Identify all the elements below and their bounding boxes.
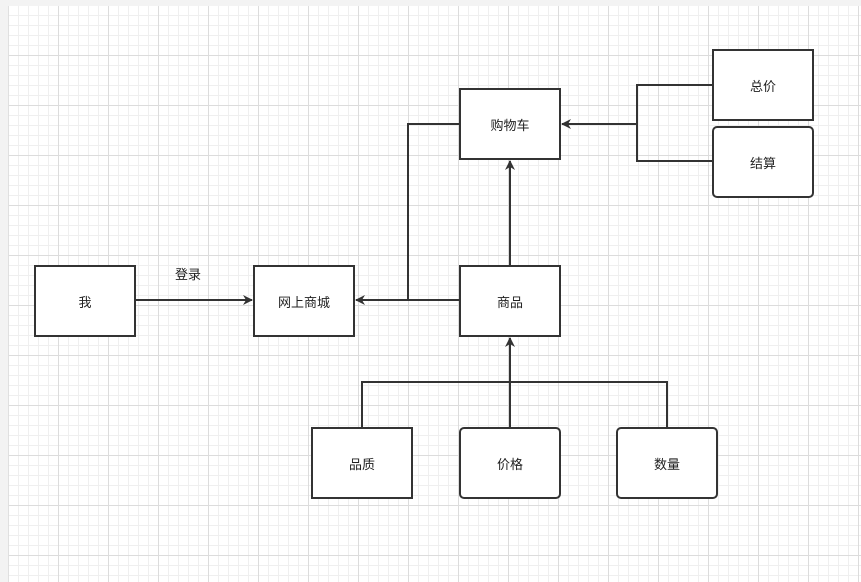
- node-online-mall[interactable]: 网上商城: [253, 265, 355, 337]
- node-price[interactable]: 价格: [459, 427, 561, 499]
- node-goods[interactable]: 商品: [459, 265, 561, 337]
- node-me[interactable]: 我: [34, 265, 136, 337]
- node-checkout[interactable]: 结算: [712, 126, 814, 198]
- login-edge-label: 登录: [175, 268, 202, 283]
- node-quantity[interactable]: 数量: [616, 427, 718, 499]
- node-quality[interactable]: 品质: [311, 427, 413, 499]
- node-total-price[interactable]: 总价: [712, 49, 814, 121]
- node-shopping-cart[interactable]: 购物车: [459, 88, 561, 160]
